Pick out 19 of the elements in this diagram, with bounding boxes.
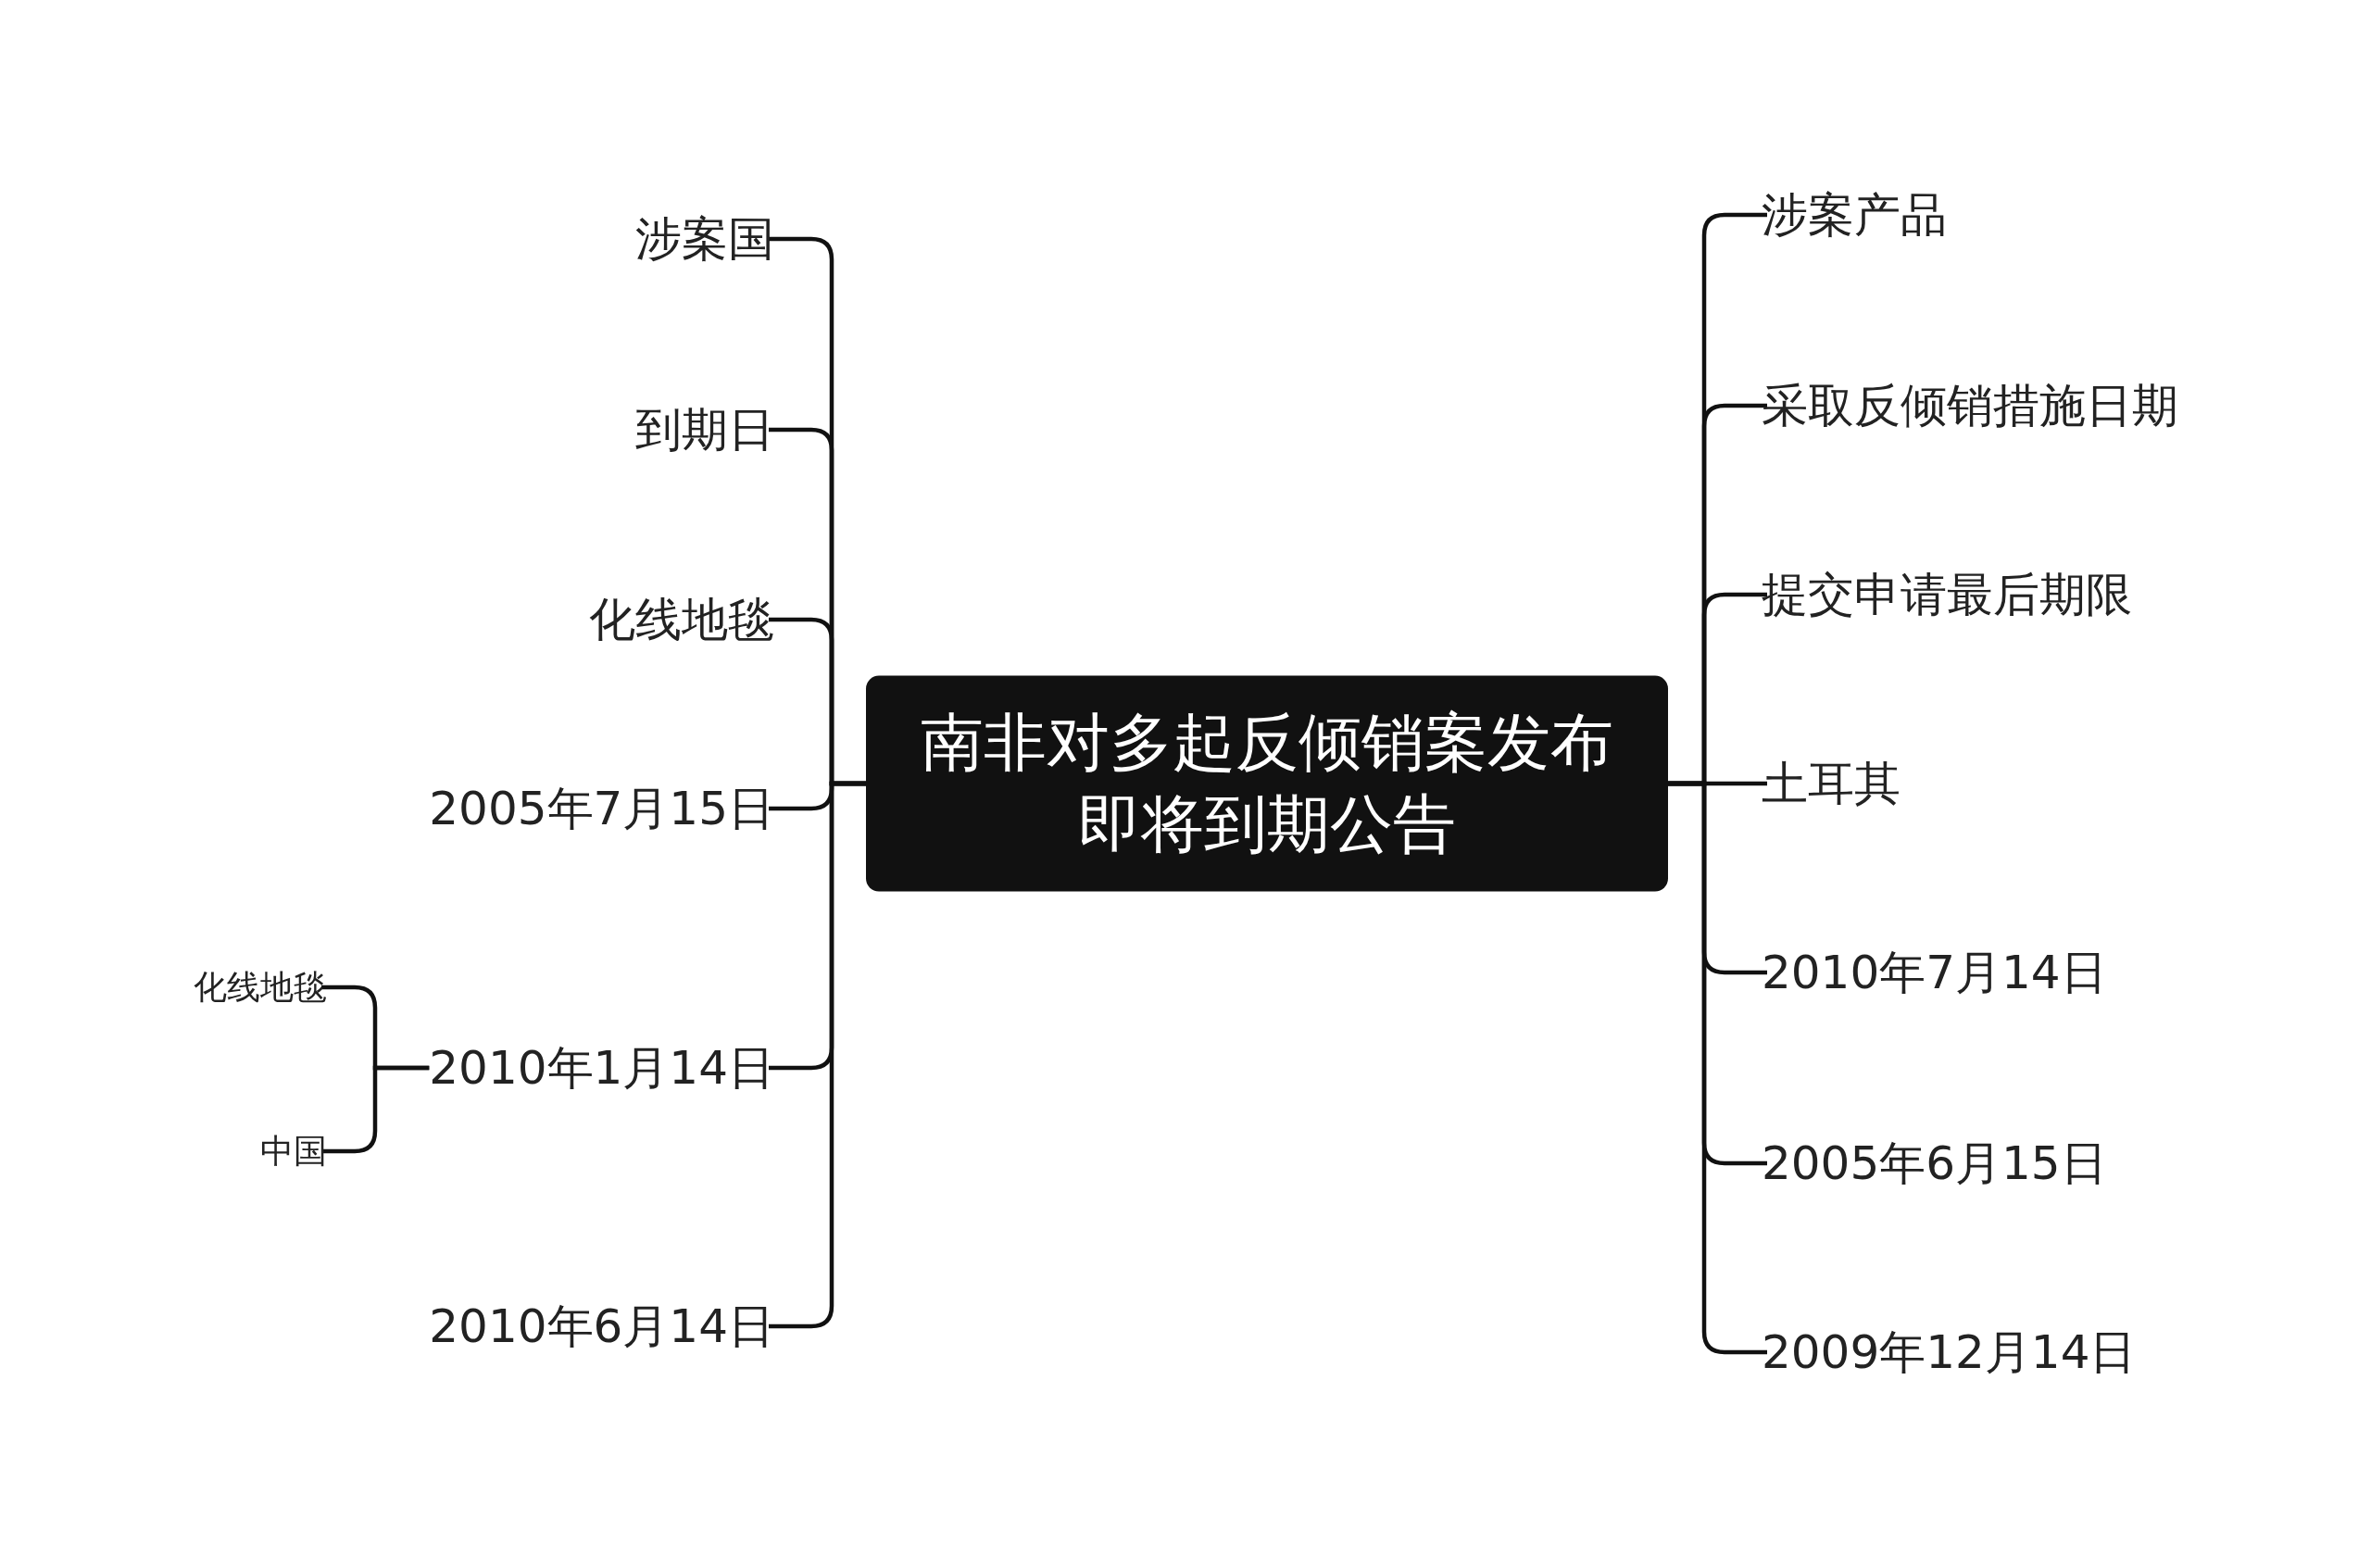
connector-line	[1668, 781, 1767, 1355]
topic-label: 采取反倾销措施日期	[1762, 374, 2178, 437]
topic-label: 2009年12月14日	[1762, 1321, 2137, 1384]
topic-label: 提交申请最后期限	[1762, 563, 2132, 626]
topic-label: 涉案产品	[1762, 183, 1947, 246]
topic-label: 2005年6月15日	[1762, 1132, 2107, 1195]
topic-label: 到期日	[635, 398, 774, 461]
topic-label: 2010年7月14日	[1762, 941, 2107, 1004]
topic-label: 化线地毯	[194, 963, 327, 1011]
connector-line	[321, 1065, 430, 1154]
topic-label: 2010年1月14日	[429, 1036, 774, 1099]
central-topic-box: 南非对多起反倾销案发布即将到期公告	[866, 675, 1668, 892]
topic-label: 2010年6月14日	[429, 1295, 774, 1358]
topic-label: 化线地毯	[589, 588, 774, 651]
topic-label: 涉案国	[635, 207, 774, 270]
connector-line	[769, 781, 866, 1329]
topic-label: 中国	[260, 1127, 327, 1175]
topic-label: 土耳其	[1762, 752, 1901, 815]
topic-label: 2005年7月15日	[429, 777, 774, 840]
